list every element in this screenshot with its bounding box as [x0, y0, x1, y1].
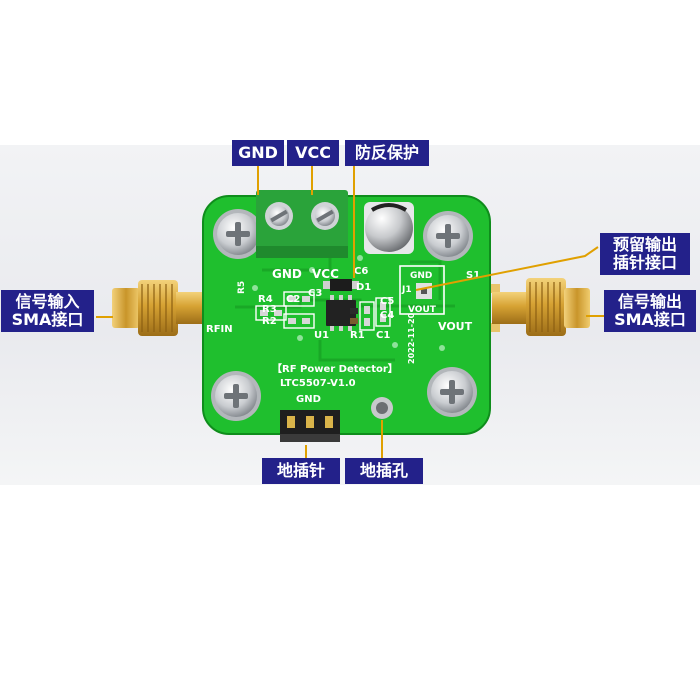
- silk-r4: R4: [258, 294, 273, 305]
- silk-c5: C5: [380, 296, 394, 307]
- silk-rfin: RFIN: [206, 324, 233, 335]
- silk-r1: R1: [350, 330, 365, 341]
- ground-test-hole: [371, 397, 393, 419]
- callout-reserved-header: 预留输出 插针接口: [600, 233, 690, 275]
- silk-c6: C6: [354, 266, 368, 277]
- silk-r5: R5: [237, 281, 247, 294]
- callout-signal-output-line2: SMA接口: [614, 309, 686, 329]
- callout-leader-lines: [96, 166, 604, 458]
- mounting-screw-bottom-right: [427, 367, 477, 417]
- silk-j1-gnd: GND: [410, 271, 432, 281]
- callout-ground-hole: 地插孔: [345, 458, 423, 484]
- callout-signal-input: 信号输入 SMA接口: [1, 290, 94, 332]
- silk-model: LTC5507-V1.0: [280, 378, 356, 389]
- silk-c1: C1: [376, 330, 390, 341]
- silk-title: 【RF Power Detector】: [272, 362, 398, 375]
- silkscreen-labels: GND VCC C6 D1 GND J1 VOUT S1 R4 C2 C3 R5…: [206, 266, 480, 405]
- silk-j1-vout: VOUT: [408, 305, 437, 315]
- callout-signal-input-line1: 信号输入: [15, 292, 80, 311]
- silk-vcc-terminal: VCC: [312, 267, 339, 281]
- silk-d1: D1: [356, 282, 371, 293]
- smd-components: [255, 279, 391, 331]
- silk-c3: C3: [308, 288, 322, 299]
- callout-reserved-header-line2: 插针接口: [612, 252, 677, 272]
- callout-vcc: VCC: [287, 140, 339, 166]
- mounting-screw-top-right: [423, 211, 473, 261]
- silk-r3: R3: [262, 304, 277, 315]
- callout-reserved-header-line1: 预留输出: [612, 235, 677, 254]
- callout-signal-output: 信号输出 SMA接口: [604, 290, 696, 332]
- silk-r2: R2: [262, 316, 277, 327]
- mounting-screw-bottom-left: [211, 371, 261, 421]
- callout-reverse-protection: 防反保护: [345, 140, 429, 166]
- callout-gnd: GND: [232, 140, 284, 166]
- silk-gnd-terminal: GND: [272, 267, 302, 281]
- silk-s1: S1: [466, 270, 480, 281]
- silk-j1: J1: [401, 285, 412, 295]
- electrolytic-capacitor: [364, 202, 414, 254]
- silk-c4: C4: [380, 310, 394, 321]
- silk-vout: VOUT: [438, 320, 473, 333]
- silk-u1: U1: [314, 330, 329, 341]
- power-terminal-block: [256, 190, 348, 258]
- callout-signal-output-line1: 信号输出: [617, 292, 682, 311]
- mounting-screw-top-left: [213, 209, 263, 259]
- ground-header-pins: [280, 410, 340, 442]
- callout-ground-pins: 地插针: [262, 458, 340, 484]
- silk-date: 2022-11-20: [407, 312, 416, 364]
- callout-signal-input-line2: SMA接口: [11, 309, 84, 329]
- silk-c2: C2: [286, 294, 300, 305]
- silk-gnd-header: GND: [296, 394, 321, 405]
- sma-input-connector: [112, 280, 234, 336]
